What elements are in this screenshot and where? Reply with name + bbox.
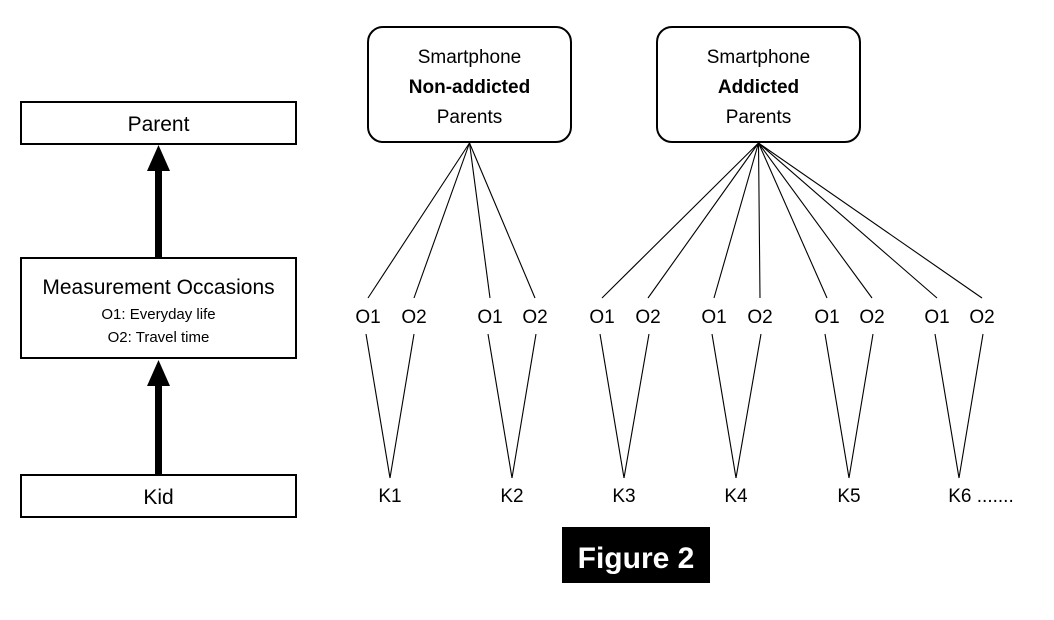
addicted-kid-connectors: [599, 333, 984, 479]
kid-connector-k1-left: [365, 333, 391, 479]
legend-box-parent: Parent: [20, 101, 297, 145]
fan-line-na-2: [413, 142, 471, 299]
occasion-label-ad-5: O1: [814, 307, 839, 328]
addicted-line-2: Addicted: [718, 77, 799, 98]
occasion-label-na-2: O2: [401, 307, 426, 328]
kid-label-k6: K6 .......: [948, 486, 1013, 507]
fan-line-ad-2: [647, 142, 759, 299]
occasion-label-na-3: O1: [477, 307, 502, 328]
group-non-addicted: Smartphone Non-addicted Parents O1 O2 O1…: [355, 26, 572, 507]
legend-box-kid: Kid: [20, 474, 297, 518]
occasion-label-ad-6: O2: [859, 307, 884, 328]
addicted-line-3: Parents: [726, 107, 791, 128]
fan-line-na-4: [468, 142, 536, 299]
occasion-label-ad-3: O1: [701, 307, 726, 328]
kid-label-k1: K1: [378, 486, 401, 507]
kid-connector-k4-left: [711, 333, 737, 479]
addicted-fan-lines: [601, 142, 983, 299]
fan-line-na-3: [468, 142, 491, 299]
addicted-parent-node: Smartphone Addicted Parents: [656, 26, 861, 143]
kid-connector-k4-right: [735, 333, 762, 479]
non-addicted-parent-node: Smartphone Non-addicted Parents: [367, 26, 572, 143]
kid-connector-k6-left: [934, 333, 960, 479]
kid-connector-k5-right: [848, 333, 874, 479]
kid-box-outline: [20, 474, 297, 518]
arrow-kid-to-measurement: [147, 360, 170, 476]
measurement-box-title: Measurement Occasions: [42, 276, 274, 299]
non-addicted-line-2: Non-addicted: [409, 77, 530, 98]
occasion-label-ad-8: O2: [969, 307, 994, 328]
non-addicted-box-outline: [367, 26, 572, 143]
kid-connector-k6-right: [958, 333, 984, 479]
fan-line-ad-4: [757, 142, 761, 299]
fan-line-na-1: [367, 142, 470, 299]
measurement-box-sub-o1: O1: Everyday life: [101, 306, 215, 323]
figure-caption-background: [562, 527, 710, 583]
kid-box-label: Kid: [143, 486, 173, 509]
fan-line-ad-8: [758, 142, 983, 299]
parent-box-outline: [20, 101, 297, 145]
kid-connector-k2-left: [487, 333, 513, 479]
arrow-head-measurement-to-parent: [147, 145, 170, 171]
addicted-box-outline: [656, 26, 861, 143]
kid-connector-k2-right: [511, 333, 537, 479]
measurement-box-sub-o2: O2: Travel time: [108, 329, 210, 346]
occasion-label-ad-7: O1: [924, 307, 949, 328]
legend-panel: Parent Measurement Occasions O1: Everyda…: [20, 101, 297, 518]
parent-box-label: Parent: [128, 113, 190, 136]
figure-caption: Figure 2: [562, 527, 710, 583]
non-addicted-line-1: Smartphone: [418, 47, 522, 68]
non-addicted-occasion-labels: O1 O2 O1 O2: [355, 307, 547, 328]
addicted-occasion-labels: O1 O2 O1 O2 O1 O2 O1 O2: [589, 307, 994, 328]
fan-line-ad-6: [758, 142, 873, 299]
occasion-label-na-1: O1: [355, 307, 380, 328]
occasion-label-na-4: O2: [522, 307, 547, 328]
measurement-box-outline: [20, 257, 297, 359]
kid-label-k3: K3: [612, 486, 635, 507]
group-addicted: Smartphone Addicted Parents O1 O2 O1: [589, 26, 1014, 507]
addicted-line-1: Smartphone: [707, 47, 811, 68]
occasion-label-ad-2: O2: [635, 307, 660, 328]
occasion-label-ad-1: O1: [589, 307, 614, 328]
figure-caption-label: Figure 2: [578, 542, 695, 575]
non-addicted-kid-connectors: [365, 333, 537, 479]
non-addicted-fan-lines: [367, 142, 536, 299]
non-addicted-line-3: Parents: [437, 107, 502, 128]
fan-line-ad-5: [757, 142, 828, 299]
fan-line-ad-7: [758, 142, 938, 299]
non-addicted-kid-labels: K1 K2: [378, 486, 523, 507]
arrow-head-kid-to-measurement: [147, 360, 170, 386]
kid-label-k4: K4: [724, 486, 748, 507]
kid-connector-k3-left: [599, 333, 625, 479]
kid-label-k2: K2: [500, 486, 523, 507]
kid-connector-k3-right: [623, 333, 650, 479]
legend-box-measurement-occasions: Measurement Occasions O1: Everyday life …: [20, 257, 297, 359]
addicted-kid-labels: K3 K4 K5 K6 .......: [612, 486, 1013, 507]
fan-line-ad-1: [601, 142, 759, 299]
arrow-measurement-to-parent: [147, 145, 170, 258]
kid-connector-k5-left: [824, 333, 850, 479]
kid-connector-k1-right: [389, 333, 415, 479]
fan-line-ad-3: [713, 142, 760, 299]
occasion-label-ad-4: O2: [747, 307, 772, 328]
kid-label-k5: K5: [837, 486, 860, 507]
